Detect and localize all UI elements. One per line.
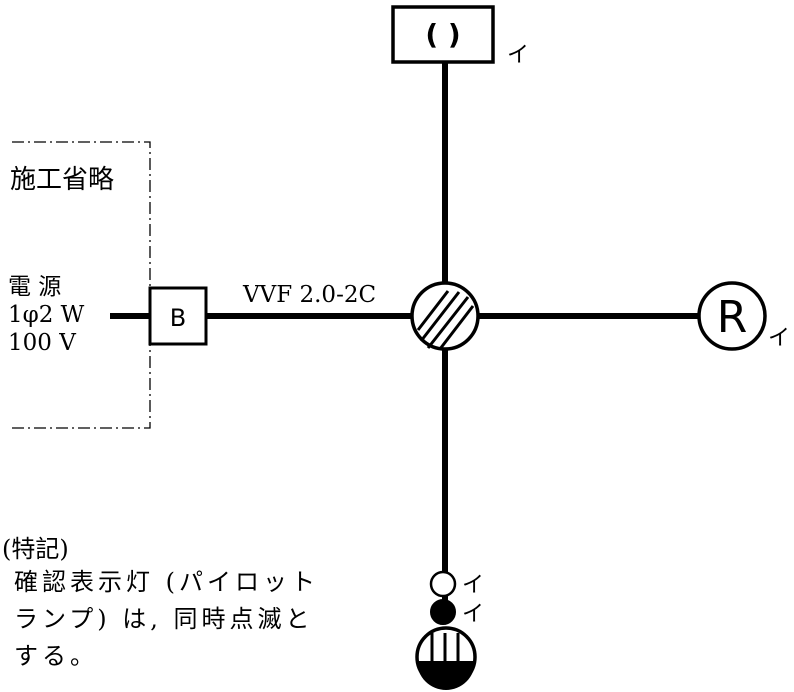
ceiling-switch-mark: イ xyxy=(507,43,529,68)
junction-box-icon xyxy=(410,281,480,351)
breaker-label: B xyxy=(170,304,186,332)
power-label-line1: 電 源 xyxy=(8,274,61,300)
receptacle-icon xyxy=(697,281,767,351)
pilot-lamp-switch-mark: イ xyxy=(462,573,484,598)
ceiling-light-label: ( ) xyxy=(425,18,460,51)
switch-switch-mark: イ xyxy=(462,602,484,627)
receptacle-switch-mark: イ xyxy=(768,326,790,351)
note-line-2: する。 xyxy=(14,642,98,670)
power-label-line3: 100 V xyxy=(8,330,76,356)
wires xyxy=(110,62,700,600)
ceiling-light-box xyxy=(391,5,495,64)
outlet-box-icon xyxy=(415,626,477,690)
power-label-line2: 1φ2 W xyxy=(8,302,85,328)
note-title: (特記) xyxy=(2,535,69,563)
pilot-lamp-icon xyxy=(429,570,457,598)
switch-icon xyxy=(430,599,456,625)
note-line-1b: ランプ) は, 同時点滅と xyxy=(14,605,314,633)
omitted-construction-label: 施工省略 xyxy=(10,165,114,195)
cable-label: VVF 2.0-2C xyxy=(242,282,376,308)
note-line-1a: 確認表示灯 (パイロット xyxy=(14,568,319,596)
omitted-construction-box xyxy=(12,141,151,429)
receptacle-label: R xyxy=(717,292,748,343)
breaker-box xyxy=(148,286,208,346)
